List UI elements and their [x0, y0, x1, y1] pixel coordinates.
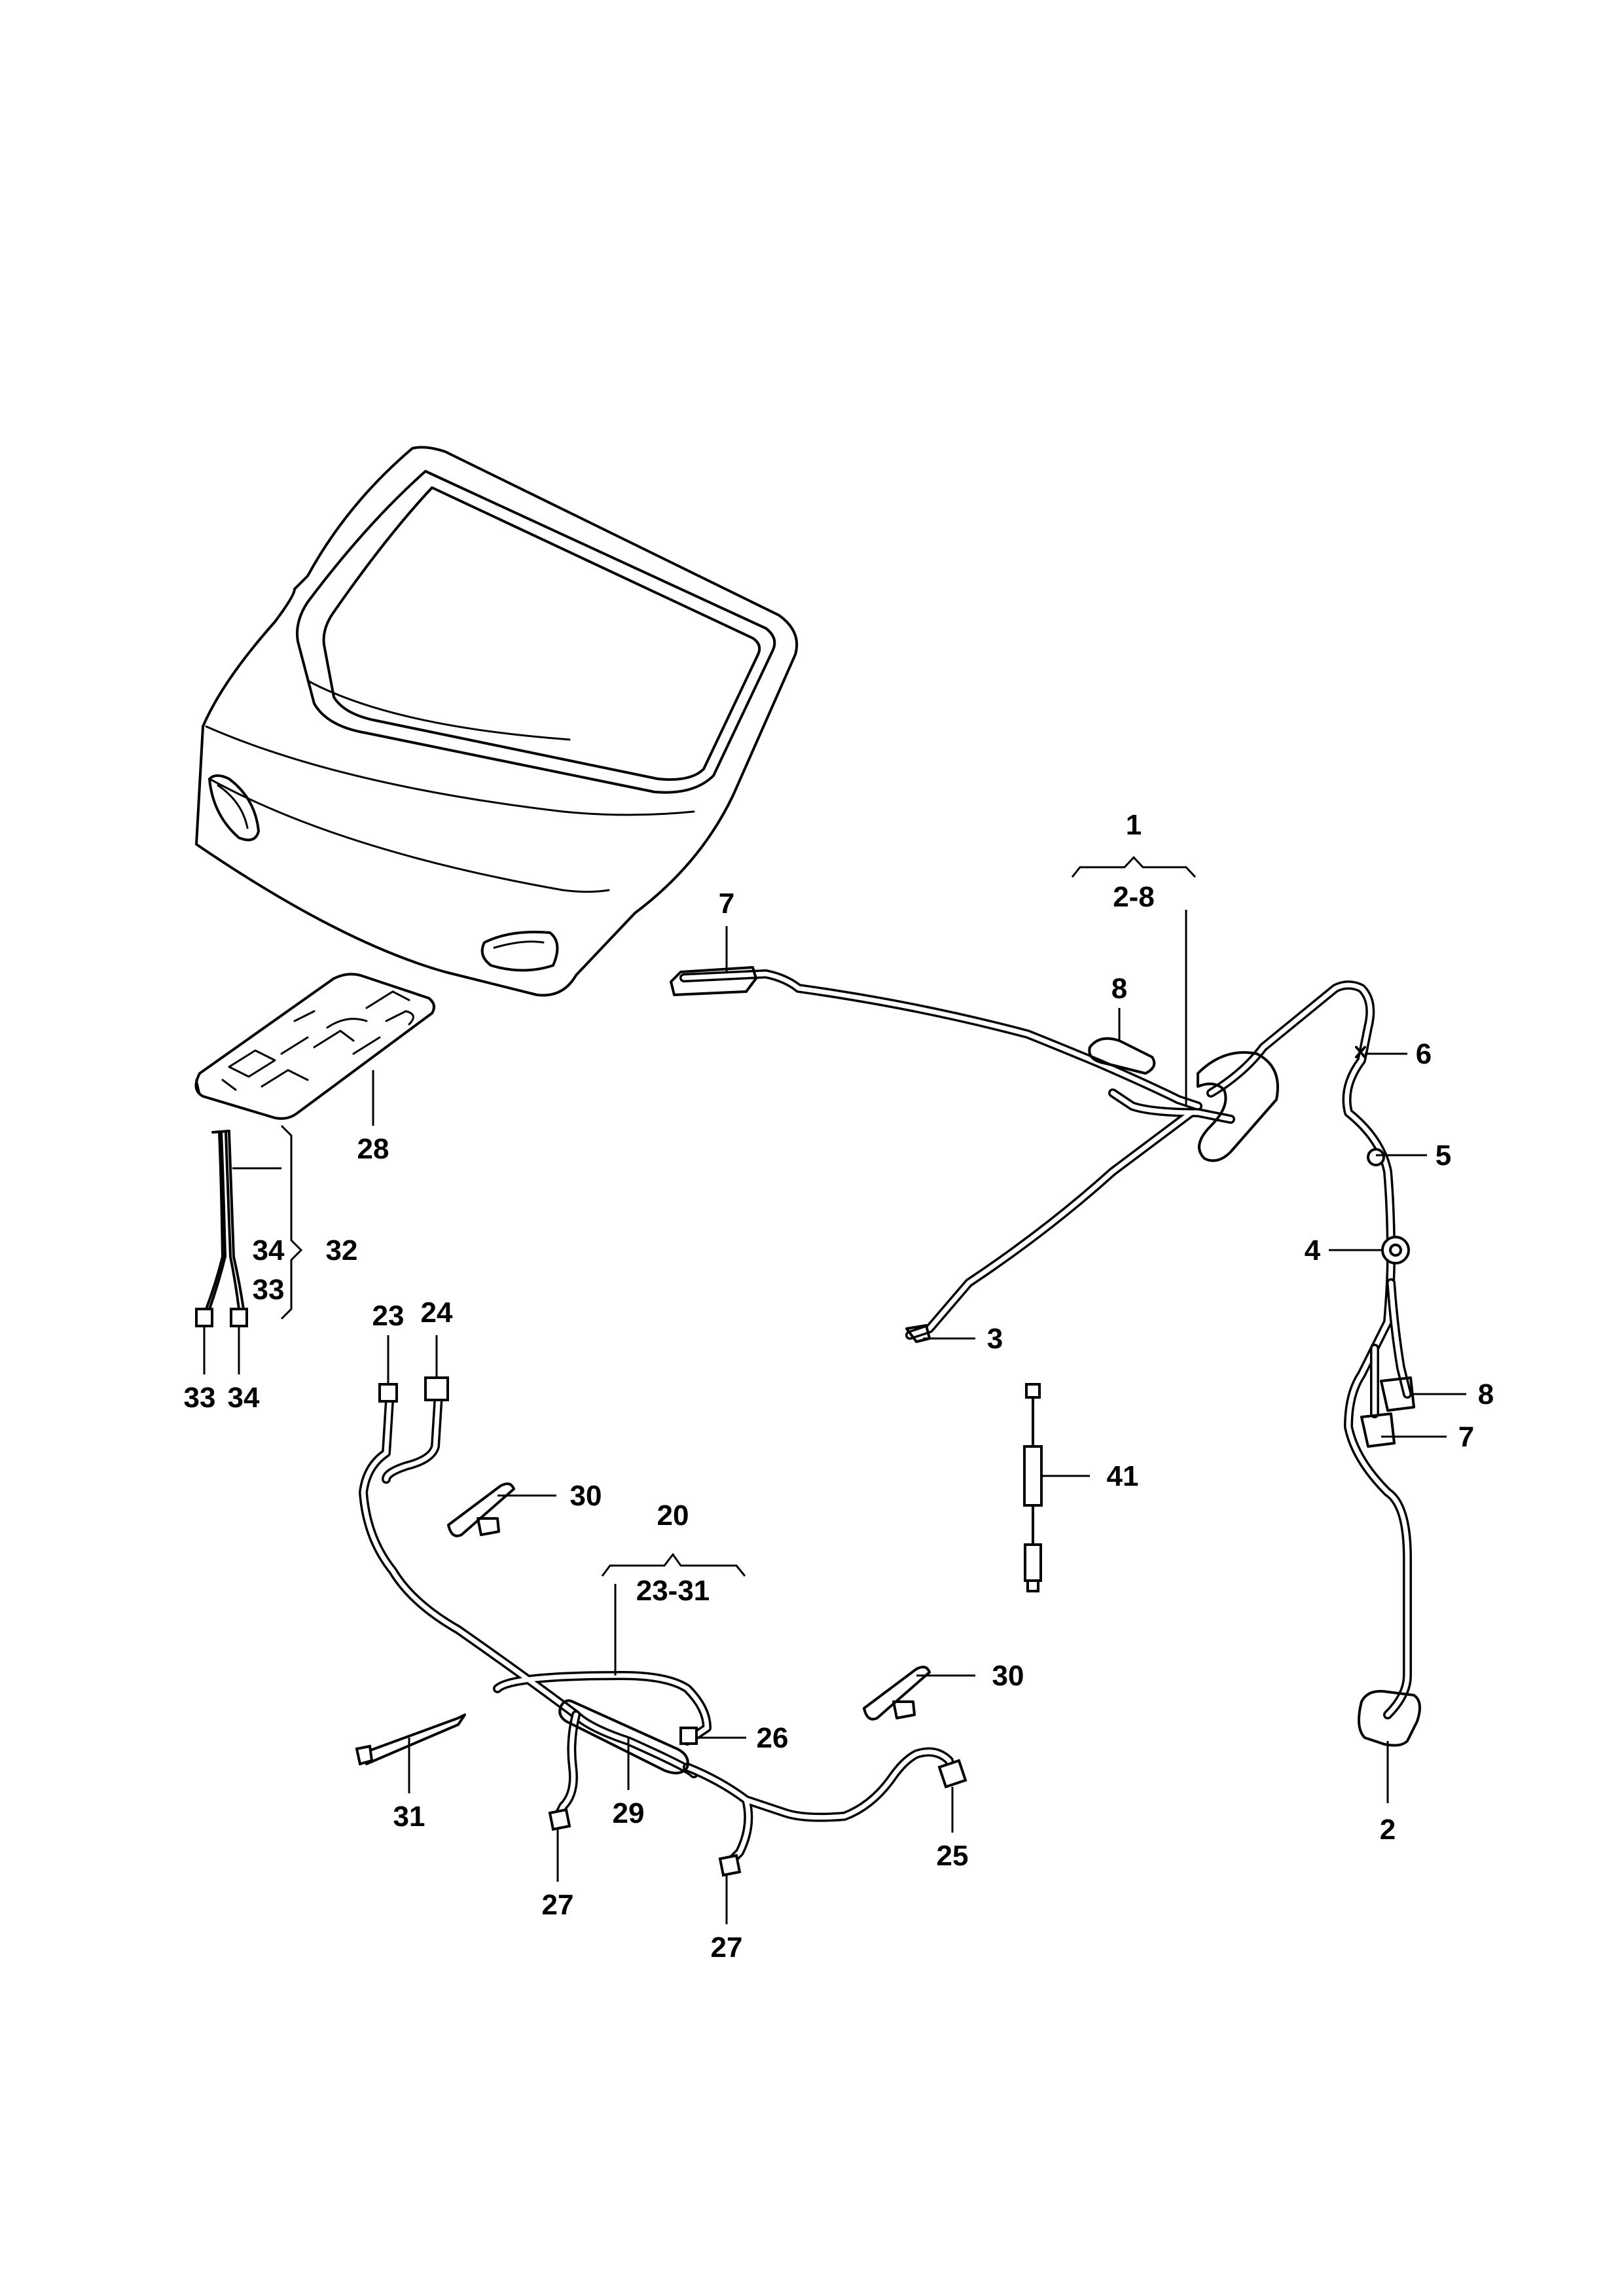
label-27-right: 27 — [711, 1931, 743, 1964]
label-8-right: 8 — [1478, 1378, 1494, 1410]
label-5: 5 — [1435, 1139, 1451, 1172]
label-6: 6 — [1416, 1038, 1432, 1070]
label-30-right: 30 — [992, 1660, 1024, 1692]
label-20: 20 — [657, 1499, 689, 1532]
label-41: 41 — [1107, 1460, 1139, 1492]
label-33-bottom: 33 — [184, 1382, 216, 1414]
label-7-top: 7 — [719, 888, 734, 920]
label-3: 3 — [987, 1323, 1003, 1355]
label-29: 29 — [613, 1797, 645, 1829]
clip-30-right — [863, 1665, 931, 1721]
control-module-28 — [194, 973, 436, 1120]
label-7-right: 7 — [1458, 1421, 1474, 1453]
label-32: 32 — [326, 1234, 358, 1266]
tailgate-panel — [195, 446, 799, 997]
label-24: 24 — [421, 1297, 453, 1329]
callout-labels: 1 2-8 2 3 4 5 6 7 7 8 8 20 23-31 23 24 2… — [184, 809, 1494, 1964]
label-26: 26 — [757, 1722, 789, 1754]
label-2: 2 — [1380, 1814, 1396, 1846]
wire-pair-32 — [195, 1130, 248, 1327]
label-34-bottom: 34 — [228, 1382, 260, 1414]
label-1-range: 2-8 — [1113, 881, 1155, 913]
label-34-bracket: 34 — [253, 1234, 285, 1266]
label-28: 28 — [357, 1133, 389, 1165]
label-20-range: 23-31 — [636, 1575, 710, 1607]
label-27-left: 27 — [542, 1889, 574, 1921]
label-33-bracket: 33 — [253, 1274, 285, 1306]
clip-30-left — [447, 1482, 515, 1537]
harness-1 — [670, 966, 1421, 1747]
label-25: 25 — [937, 1840, 969, 1872]
label-8-top: 8 — [1111, 973, 1127, 1005]
adapter-41 — [1023, 1383, 1043, 1592]
cable-tie-31 — [355, 1713, 466, 1766]
harness-20 — [359, 1376, 967, 1877]
label-4: 4 — [1305, 1234, 1321, 1266]
label-1: 1 — [1126, 809, 1142, 841]
label-30-left: 30 — [570, 1480, 602, 1512]
label-23: 23 — [372, 1300, 405, 1332]
leader-lines — [203, 855, 1466, 1924]
label-31: 31 — [393, 1801, 425, 1833]
